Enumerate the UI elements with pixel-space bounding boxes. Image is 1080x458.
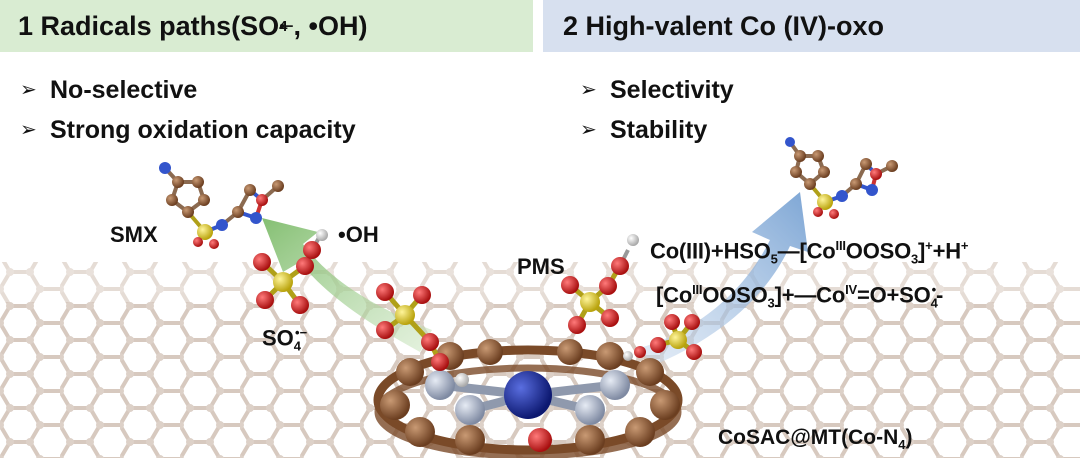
eq1-part: +H: [932, 238, 962, 264]
bullet-arrow-icon: ➢: [580, 79, 597, 101]
eq2-part: =O+SO: [856, 282, 931, 308]
catalyst-label-suffix: ): [905, 426, 913, 449]
eq2-part: [Co: [656, 282, 693, 308]
sulfate-label-base: SO: [262, 325, 294, 351]
bullet-text: Selectivity: [610, 76, 734, 104]
equation-2: [CoIIIOOSO3]+—CoIV=O+SO4•-: [656, 282, 943, 311]
header-left-title-prefix: Radicals paths(SO: [40, 10, 280, 41]
smx-label: SMX: [110, 222, 158, 247]
catalyst-label: CoSAC@MT(Co-N4): [718, 426, 913, 452]
eq1-part: ]: [918, 238, 926, 264]
list-item: ➢ Strong oxidation capacity: [20, 110, 356, 150]
eq2-sup: •: [931, 282, 937, 297]
cosac-catalyst-structure: [373, 339, 683, 458]
right-bullet-list: ➢ Selectivity ➢ Stability: [580, 70, 734, 150]
pms-molecule: [561, 234, 639, 334]
eq2-part: ]+—Co: [774, 282, 846, 308]
eq2-sub: 4: [930, 295, 938, 311]
header-right-number: 2: [563, 10, 579, 41]
catalyst-label-sub: 4: [898, 437, 906, 453]
bullet-text: Strong oxidation capacity: [50, 116, 356, 144]
eq1-sup: +: [925, 238, 933, 253]
hydroxyl-radical-molecule: [303, 229, 328, 259]
bullet-text: No-selective: [50, 76, 198, 104]
eq1-sub: 5: [770, 251, 778, 267]
sulfate-label-sub: 4: [293, 338, 302, 354]
sulfate-radical-label: SO4•−: [262, 325, 307, 354]
header-left-title-sub: 4: [279, 17, 288, 35]
left-bullet-list: ➢ No-selective ➢ Strong oxidation capacity: [20, 70, 356, 150]
eq1-sup: III: [835, 238, 846, 253]
header-right-title: High-valent Co (IV)-oxo: [585, 10, 885, 41]
sulfate-label-sup: •−: [295, 325, 308, 340]
header-left-number: 1: [18, 10, 34, 41]
catalyst-label-prefix: CoSAC@MT(Co-N: [718, 426, 899, 449]
bullet-arrow-icon: ➢: [20, 79, 37, 101]
eq2-sub: 3: [767, 295, 775, 311]
header-left-title-sup: •−: [279, 17, 294, 35]
eq2-sup: III: [692, 282, 703, 297]
header-separator: [533, 0, 543, 52]
list-item: ➢ No-selective: [20, 70, 356, 110]
eq2-sup: IV: [845, 282, 857, 297]
eq2-part: OOSO: [702, 282, 768, 308]
sulfate-molecule-center: [376, 283, 449, 371]
bullet-arrow-icon: ➢: [20, 119, 37, 141]
smx-molecule-right: [785, 137, 898, 219]
bullet-text: Stability: [610, 116, 708, 144]
sulfate-molecule-right: [623, 314, 702, 361]
header-left-title-suffix: , •OH): [293, 10, 368, 41]
bullet-arrow-icon: ➢: [580, 119, 597, 141]
pms-label: PMS: [517, 254, 565, 279]
header-high-valent-co: 2 High-valent Co (IV)-oxo: [543, 0, 1080, 52]
hydroxyl-radical-label: •OH: [338, 222, 379, 247]
smx-molecule-left: [159, 162, 284, 249]
graphene-sheet-fade: [0, 262, 1080, 302]
high-valent-path-arrow: [640, 192, 808, 366]
eq1-part: Co(III)+HSO: [650, 238, 771, 264]
graphene-sheet-background: [0, 262, 1080, 458]
list-item: ➢ Stability: [580, 110, 734, 150]
sulfate-molecule-left: [253, 253, 314, 314]
list-item: ➢ Selectivity: [580, 70, 734, 110]
eq1-part: —[Co: [777, 238, 836, 264]
equation-1: Co(III)+HSO5—[CoIIIOOSO3]++H+: [650, 238, 969, 267]
eq1-sup: +: [960, 238, 969, 253]
eq1-sub: 3: [911, 251, 919, 267]
eq1-part: OOSO: [845, 238, 911, 264]
eq2-part: -: [935, 282, 944, 308]
